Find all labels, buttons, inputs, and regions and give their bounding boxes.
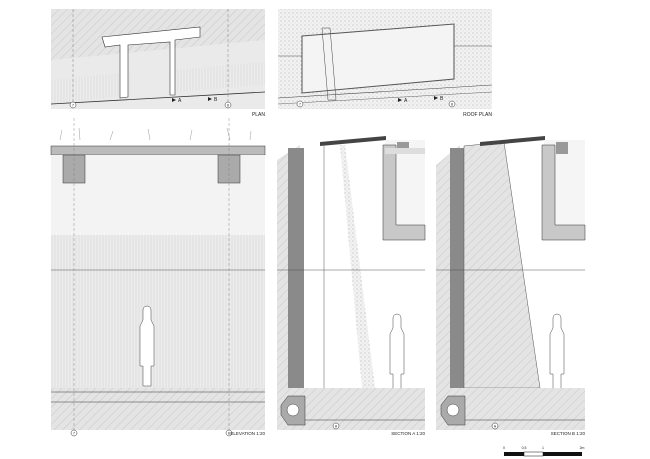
section-b-title: SECTION B 1:20 — [551, 431, 586, 436]
elevation-drawing: 7 8 ELEVATION 1:20 — [50, 118, 265, 437]
svg-text:A: A — [178, 98, 182, 104]
human-figure-icon — [389, 313, 405, 391]
elevation-title: ELEVATION 1:20 — [230, 431, 265, 436]
svg-text:8: 8 — [451, 103, 453, 107]
svg-text:H: H — [335, 425, 338, 429]
svg-text:7: 7 — [299, 103, 301, 107]
svg-text:1: 1 — [542, 446, 544, 450]
svg-text:8: 8 — [228, 432, 230, 436]
svg-text:B: B — [214, 97, 218, 103]
grid-marker-8 — [224, 101, 232, 109]
svg-text:H: H — [494, 425, 497, 429]
plan-title: PLAN — [252, 112, 265, 118]
roof-plan-drawing: 7 8 A B ROOF PLAN — [277, 9, 492, 118]
roof-plan-title: ROOF PLAN — [463, 112, 492, 118]
human-figure-icon — [549, 313, 565, 391]
section-arrow-a — [172, 98, 176, 102]
svg-text:A: A — [404, 98, 408, 104]
section-a-title: SECTION A 1:20 — [391, 431, 425, 436]
grid-marker-7 — [296, 100, 304, 108]
svg-text:8: 8 — [227, 104, 229, 108]
svg-text:B: B — [440, 96, 444, 102]
svg-text:0: 0 — [503, 446, 505, 450]
section-b-drawing: H SECTION B 1:20 — [436, 118, 585, 436]
svg-text:0,5: 0,5 — [522, 446, 527, 450]
svg-text:2m: 2m — [580, 446, 585, 450]
scale-bar: 0 0,5 1 2m — [503, 446, 585, 457]
grid-marker-7 — [69, 101, 77, 109]
svg-text:7: 7 — [72, 104, 74, 108]
human-figure-icon — [139, 305, 155, 387]
svg-text:7: 7 — [73, 432, 75, 436]
plan-drawing: 7 8 A B PLAN — [50, 9, 265, 118]
grid-marker-8 — [448, 100, 456, 108]
section-a-drawing: H SECTION A 1:20 — [277, 118, 425, 436]
section-arrow-b — [208, 97, 212, 101]
